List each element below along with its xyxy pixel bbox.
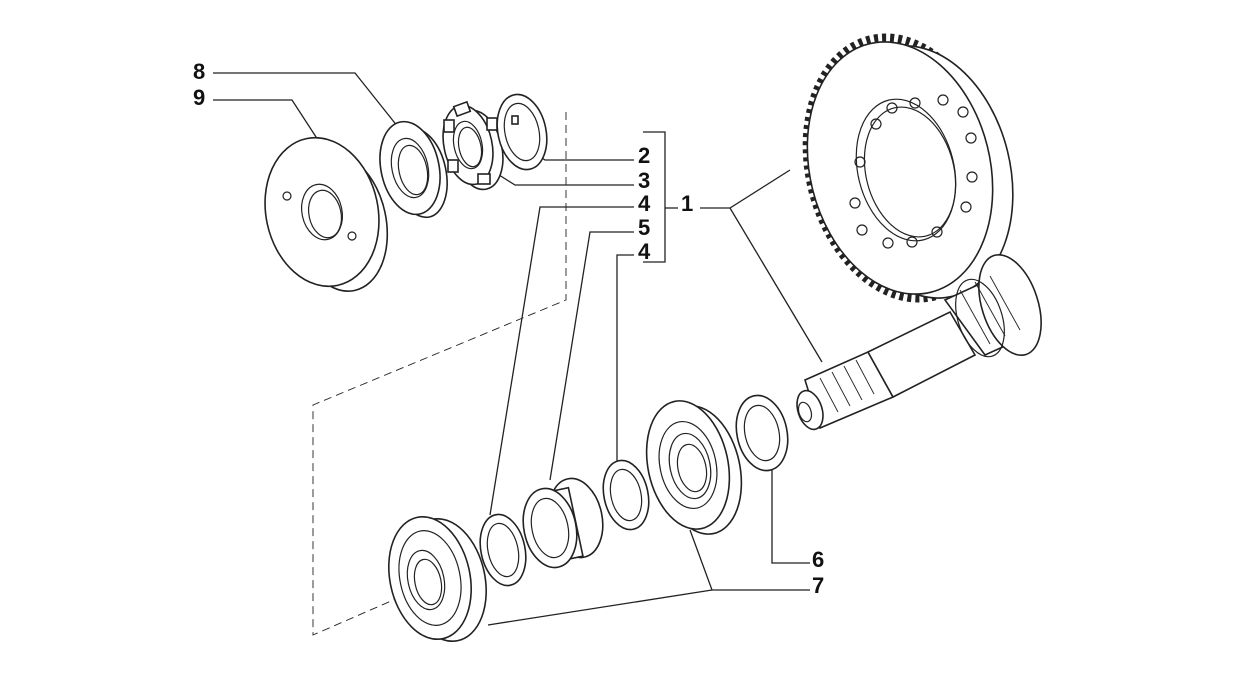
part-7-bearing-lower [388, 515, 487, 643]
label-4-upper: 4 [638, 191, 651, 216]
label-9: 9 [193, 85, 205, 110]
label-3: 3 [638, 168, 650, 193]
label-5: 5 [638, 215, 650, 240]
part-labels: 8 9 2 3 4 5 4 1 6 7 [193, 59, 824, 598]
label-2: 2 [638, 143, 650, 168]
part-9-flange-cover [264, 136, 389, 292]
pinion-shaft [796, 253, 1042, 431]
label-8: 8 [193, 59, 205, 84]
part-4-shim-lower [602, 459, 650, 531]
part-4-shim-upper [479, 513, 527, 587]
part-7-bearing-upper [645, 400, 743, 535]
ring-gear [802, 33, 1014, 303]
part-3-ring-nut [442, 100, 504, 191]
ring-gear-bolt-holes [849, 94, 978, 249]
part-2-lock-washer [496, 93, 548, 171]
label-7: 7 [812, 573, 824, 598]
label-4-lower: 4 [638, 239, 651, 264]
part-5-spacer [522, 477, 604, 569]
label-1: 1 [681, 191, 693, 216]
part-6-shim-ring [735, 394, 789, 472]
label-6: 6 [812, 547, 824, 572]
part-8-bearing-cup [379, 120, 448, 219]
leader-lines [213, 72, 823, 636]
